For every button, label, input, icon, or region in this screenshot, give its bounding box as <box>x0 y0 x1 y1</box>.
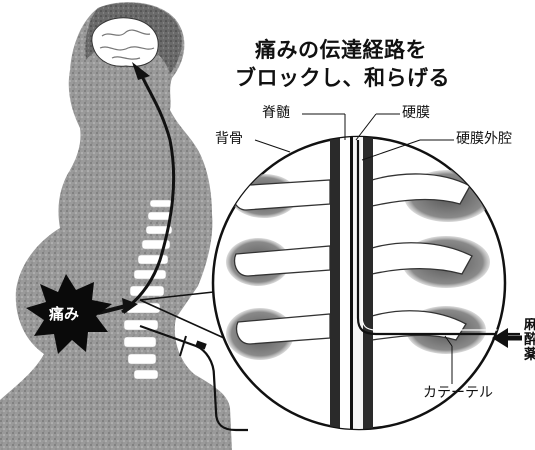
label-back-bone: 背骨 <box>215 132 243 146</box>
label-catheter: カテーテル <box>423 386 493 400</box>
woman-silhouette <box>0 2 232 450</box>
label-anesthetic-char-1: 麻 <box>524 318 535 333</box>
title-line-1: 痛みの伝達経路を <box>255 40 427 61</box>
label-anesthetic-char-2: 酔 <box>524 333 535 348</box>
catheter-connector <box>195 340 206 349</box>
catheter-tick <box>180 336 186 356</box>
label-anesthetic-char-3: 薬 <box>524 348 535 363</box>
title-line-2: ブロックし、和らげる <box>235 68 450 89</box>
label-epidural-space: 硬膜外腔 <box>456 132 512 146</box>
label-dura: 硬膜 <box>402 106 430 120</box>
label-pain: 痛み <box>49 307 79 322</box>
brain-icon <box>92 18 158 67</box>
label-anesthetic: 麻 酔 薬 <box>524 318 535 363</box>
label-spinal-cord: 脊髄 <box>262 106 290 120</box>
